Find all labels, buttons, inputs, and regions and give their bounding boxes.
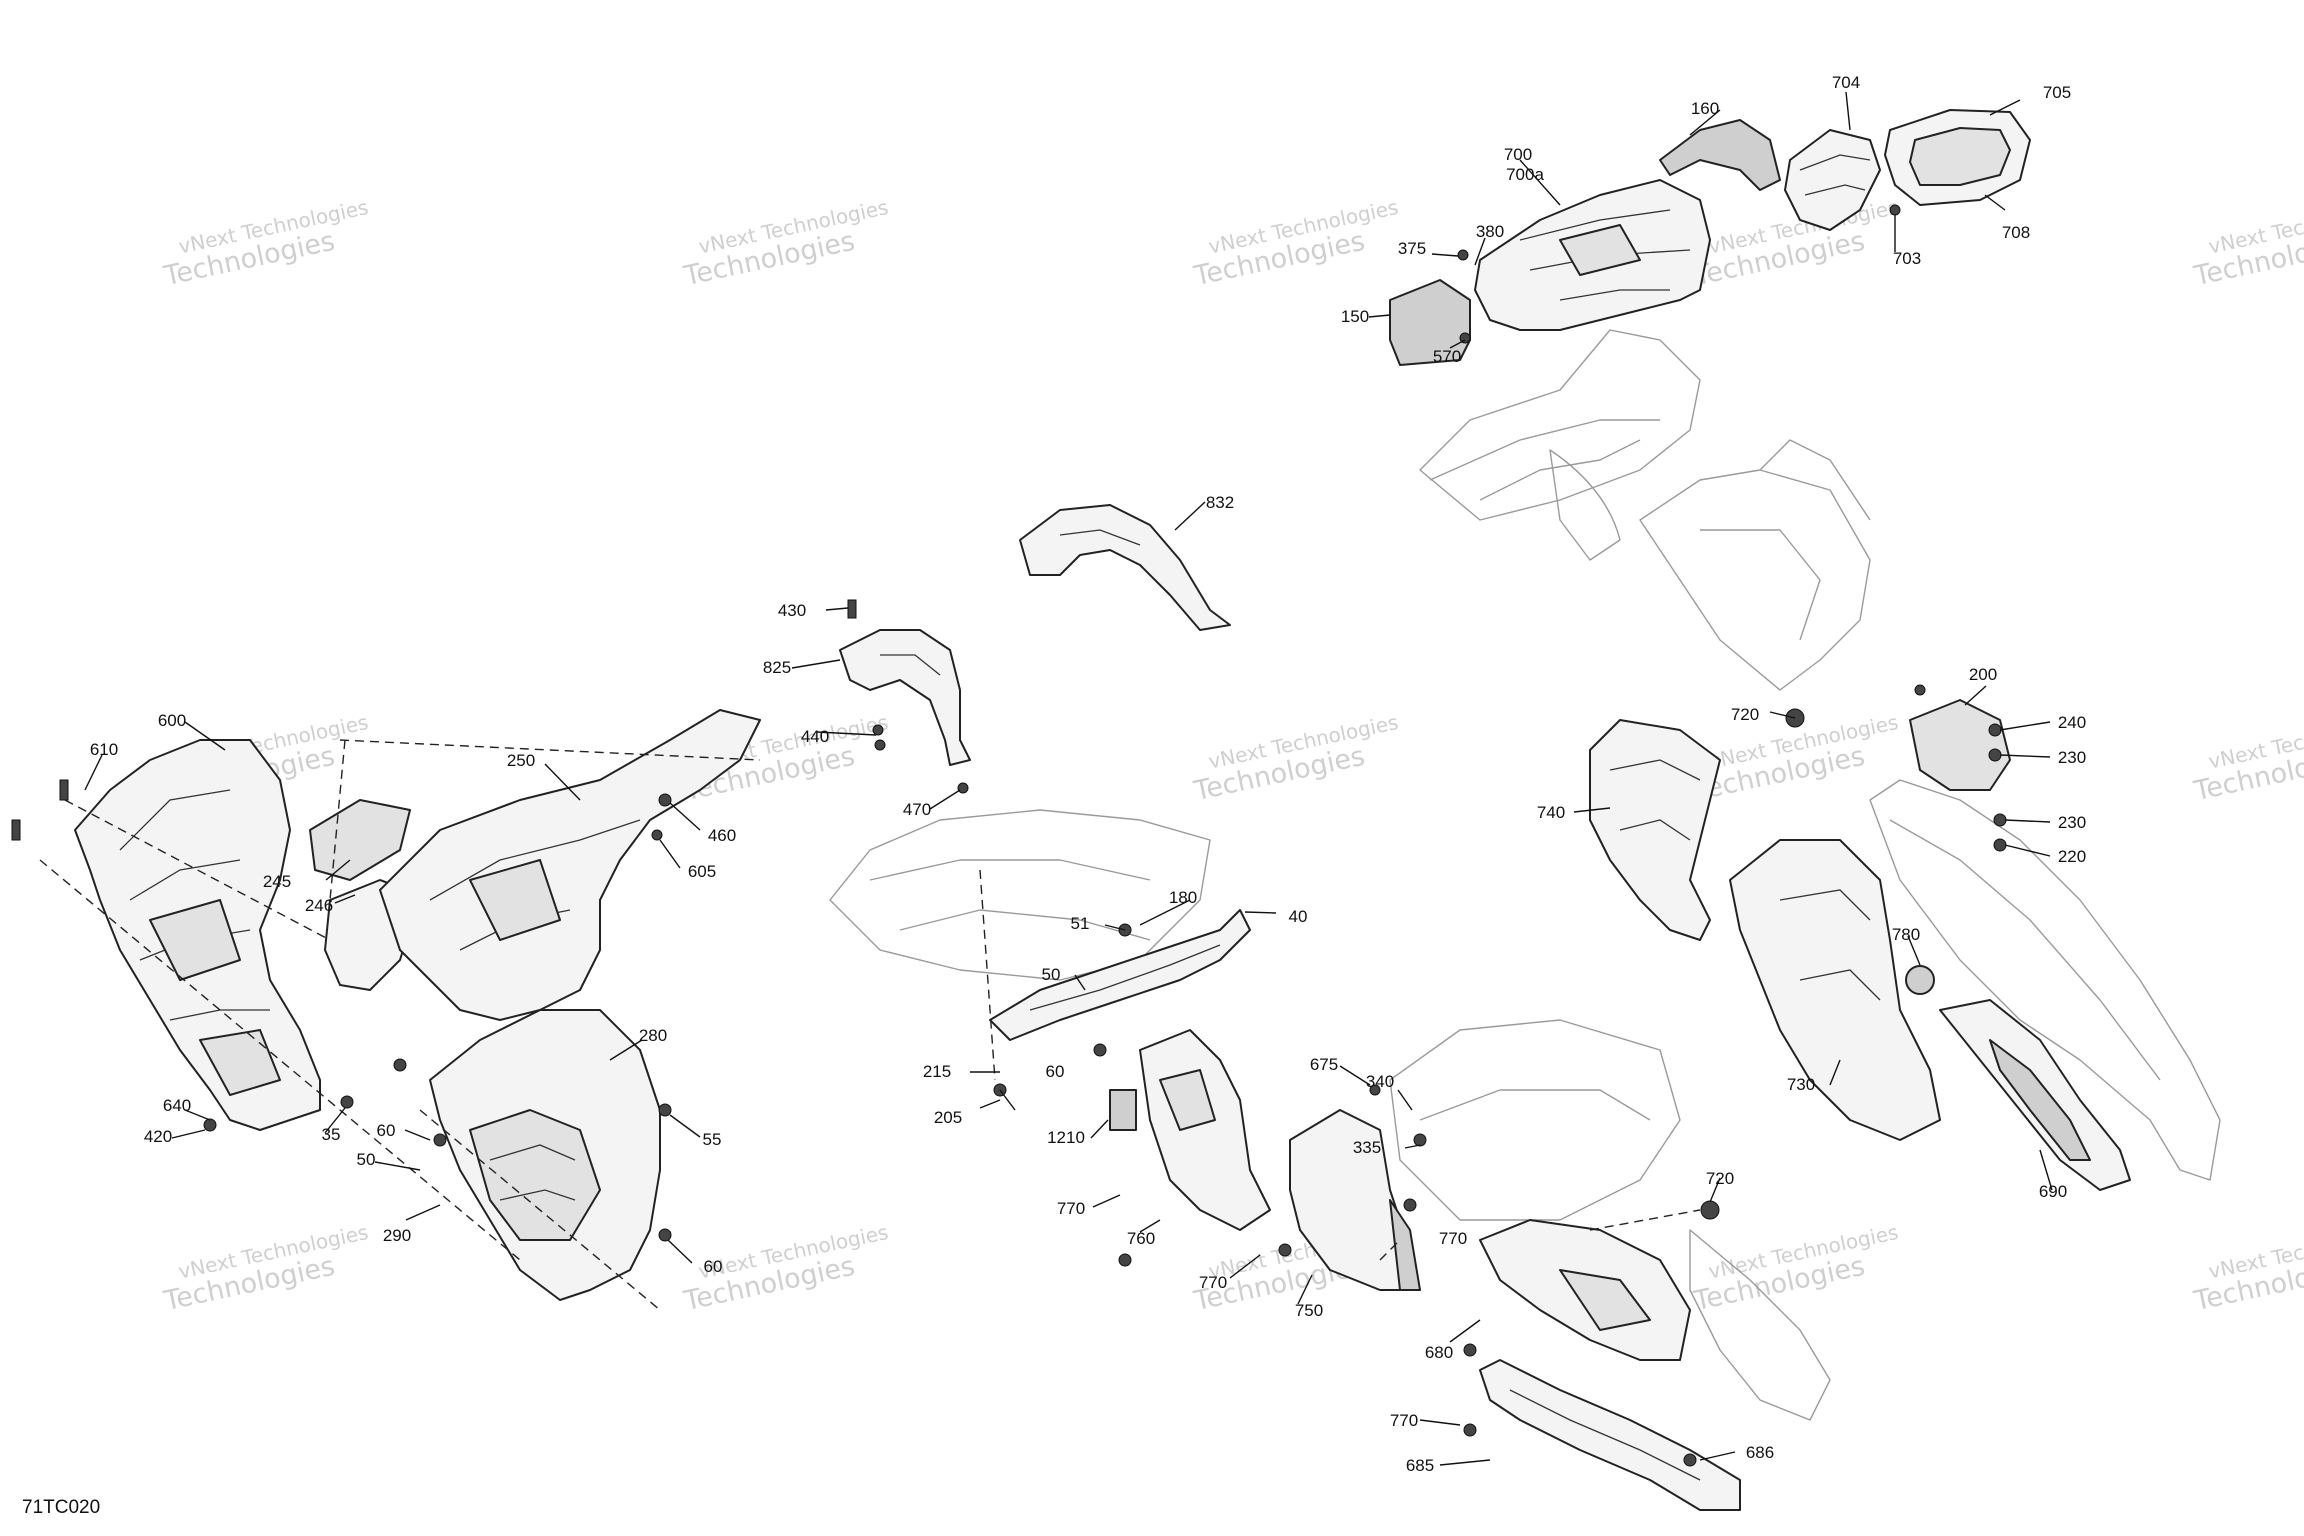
lower-panels-750-760 — [1109, 1029, 1421, 1291]
grab-handles — [839, 504, 1231, 766]
callout-290: 290 — [383, 1226, 411, 1245]
ghost-assembly-outlines — [829, 329, 2221, 1421]
callout-60-c: 60 — [704, 1257, 723, 1276]
callout-460: 460 — [708, 826, 736, 845]
callout-60-a: 60 — [1046, 1062, 1065, 1081]
callout-375: 375 — [1398, 239, 1426, 258]
callout-280: 280 — [639, 1026, 667, 1045]
callout-55: 55 — [703, 1130, 722, 1149]
callout-335: 335 — [1353, 1138, 1381, 1157]
callout-245: 245 — [263, 872, 291, 891]
callout-685: 685 — [1406, 1456, 1434, 1475]
callout-700: 700 — [1504, 145, 1532, 164]
callout-704: 704 — [1832, 73, 1860, 92]
callout-832: 832 — [1206, 493, 1234, 512]
gauge-cluster-assembly — [1389, 109, 2031, 366]
callout-570: 570 — [1433, 347, 1461, 366]
callout-60-b: 60 — [377, 1121, 396, 1140]
callout-605: 605 — [688, 862, 716, 881]
callout-700a: 700a — [1506, 165, 1544, 184]
callout-340: 340 — [1366, 1072, 1394, 1091]
callout-770-b: 770 — [1199, 1273, 1227, 1292]
callout-1210: 1210 — [1047, 1128, 1085, 1147]
fasteners — [11, 204, 2007, 1467]
callout-680: 680 — [1425, 1343, 1453, 1362]
callout-690: 690 — [2039, 1182, 2067, 1201]
callout-430: 430 — [778, 601, 806, 620]
callout-610: 610 — [90, 740, 118, 759]
callout-740: 740 — [1537, 803, 1565, 822]
cross-bracket-40 — [989, 909, 1251, 1041]
callout-703: 703 — [1893, 249, 1921, 268]
callout-770-a: 770 — [1057, 1199, 1085, 1218]
callout-215: 215 — [923, 1062, 951, 1081]
callout-420: 420 — [144, 1127, 172, 1146]
callout-labels: 160 704 705 700 700a 375 380 703 708 150… — [90, 73, 2086, 1475]
callout-600: 600 — [158, 711, 186, 730]
callout-780: 780 — [1892, 925, 1920, 944]
callout-640: 640 — [163, 1096, 191, 1115]
callout-50-a: 50 — [1042, 965, 1061, 984]
callout-240: 240 — [2058, 713, 2086, 732]
brackets-245-246 — [309, 799, 421, 991]
callout-40: 40 — [1289, 907, 1308, 926]
callout-760: 760 — [1127, 1229, 1155, 1248]
callout-250: 250 — [507, 751, 535, 770]
callout-750: 750 — [1295, 1301, 1323, 1320]
callout-230-a: 230 — [2058, 748, 2086, 767]
callout-675: 675 — [1310, 1055, 1338, 1074]
callout-230-b: 230 — [2058, 813, 2086, 832]
callout-720-a: 720 — [1731, 705, 1759, 724]
callout-35: 35 — [322, 1125, 341, 1144]
callout-205: 205 — [934, 1108, 962, 1127]
callout-825: 825 — [763, 658, 791, 677]
callout-470: 470 — [903, 800, 931, 819]
callout-50-b: 50 — [357, 1150, 376, 1169]
callout-770-d: 770 — [1390, 1411, 1418, 1430]
callout-160: 160 — [1691, 99, 1719, 118]
dash-frame-250 — [379, 709, 761, 1021]
callout-708: 708 — [2002, 223, 2030, 242]
center-console-280 — [429, 1009, 661, 1301]
callout-686: 686 — [1746, 1443, 1774, 1462]
callout-150: 150 — [1341, 307, 1369, 326]
callout-246: 246 — [305, 896, 333, 915]
callout-770-c: 770 — [1439, 1229, 1467, 1248]
callout-180: 180 — [1169, 888, 1197, 907]
assembly-dashed-lines — [39, 739, 1701, 1311]
callout-51: 51 — [1071, 914, 1090, 933]
callout-730: 730 — [1787, 1075, 1815, 1094]
callout-380: 380 — [1476, 222, 1504, 241]
callout-440: 440 — [801, 727, 829, 746]
diagram-reference-code: 71TC020 — [22, 1497, 100, 1518]
callout-720-b: 720 — [1706, 1169, 1734, 1188]
callout-220: 220 — [2058, 847, 2086, 866]
callout-705: 705 — [2043, 83, 2071, 102]
front-side-panel-600 — [74, 739, 321, 1131]
callout-200: 200 — [1969, 665, 1997, 684]
right-side-panels — [1479, 699, 2131, 1511]
leader-lines — [84, 91, 2053, 1466]
